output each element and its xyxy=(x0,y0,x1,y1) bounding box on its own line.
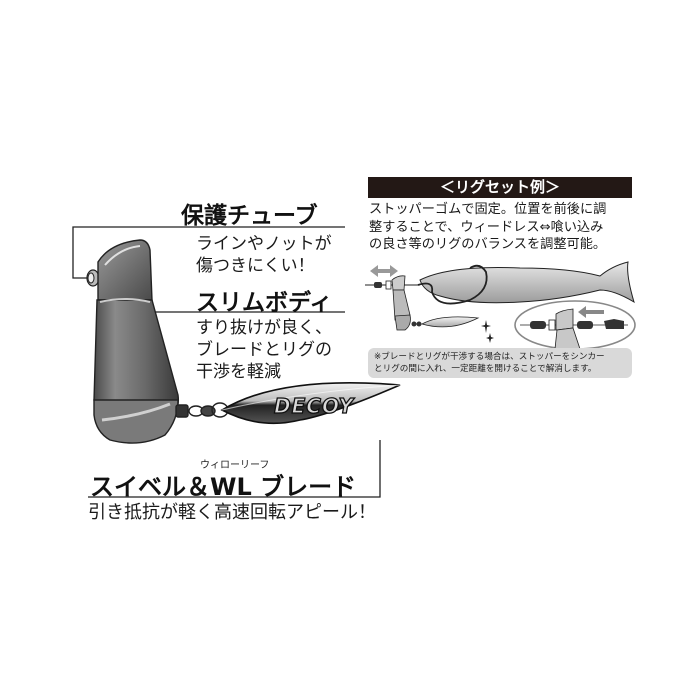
blade-desc: 引き抵抗が軽く高速回転アピール！ xyxy=(88,502,376,523)
tube-desc-line: 傷つきにくい！ xyxy=(196,256,315,276)
tube-desc: ラインやノットが 傷つきにくい！ xyxy=(196,233,332,277)
left-arrow-icon xyxy=(578,306,604,318)
swivel-icon xyxy=(175,402,229,418)
blade-ruby: ウィローリーフ xyxy=(200,460,270,471)
double-arrow-icon xyxy=(370,265,398,277)
blade-heading: スイベル＆WL ブレード xyxy=(90,473,357,501)
body-desc: すり抜けが良く、 ブレードとリグの 干渉を軽減 xyxy=(196,317,332,383)
willow-leaf-blade-icon xyxy=(220,381,401,425)
tube-heading: 保護チューブ xyxy=(181,203,318,229)
sparkle-icon xyxy=(481,320,494,343)
caution-line: ※ブレードとリグが干渉する場合は、ストッパーをシンカー xyxy=(374,352,605,362)
body-desc-line: ブレードとリグの xyxy=(196,340,332,360)
rig-example-title: ＜リグセット例＞ xyxy=(368,177,632,198)
body-heading: スリムボディ xyxy=(196,290,333,316)
rig-desc-line: ストッパーゴムで固定。位置を前後に調 xyxy=(369,202,607,217)
caution-note: ※ブレードとリグが干渉する場合は、ストッパーをシンカー とリグの間に入れ、一定距… xyxy=(368,348,632,378)
sinker-icon xyxy=(86,239,180,444)
callout-lines xyxy=(72,226,381,498)
rig-desc-line: 整することで、ウィードレス⇔喰い込み xyxy=(369,219,604,235)
tube-desc-line: ラインやノットが xyxy=(196,234,332,254)
rig-example-desc: ストッパーゴムで固定。位置を前後に調 整することで、ウィードレス⇔喰い込み の良… xyxy=(369,201,635,254)
caution-line: とリグの間に入れ、一定距離を開けることで解消します。 xyxy=(374,364,597,374)
body-desc-line: すり抜けが良く、 xyxy=(196,318,332,338)
blade-logo: DECOY xyxy=(274,394,355,418)
body-desc-line: 干渉を軽減 xyxy=(196,362,281,382)
rig-diagram xyxy=(365,261,636,350)
rig-desc-line: の良さ等のリグのバランスを調整可能。 xyxy=(369,237,607,252)
